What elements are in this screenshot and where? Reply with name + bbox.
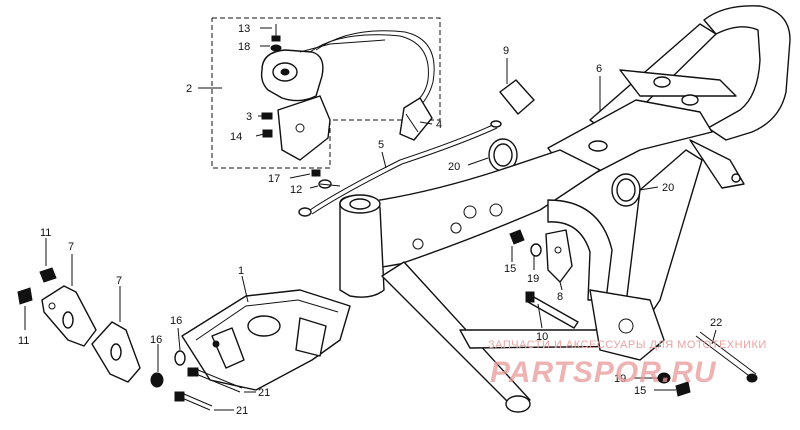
callout-16-upper: 16 <box>170 315 182 327</box>
watermark: ЗАПЧАСТИ И АКСЕССУАРЫ ДЛЯ МОТОТЕХНИКИ PA… <box>488 339 767 389</box>
callout-22: 22 <box>710 317 722 329</box>
callout-19-upper: 19 <box>527 273 539 285</box>
callout-labels: 13 18 2 3 14 4 9 6 5 20 20 17 12 11 11 7… <box>18 23 722 417</box>
leader-lines <box>24 27 717 411</box>
callout-5: 5 <box>378 139 384 151</box>
callout-6: 6 <box>596 63 602 75</box>
decal-9 <box>499 79 535 115</box>
callout-12: 12 <box>290 184 302 196</box>
callout-13: 13 <box>238 23 250 35</box>
bracket-8-and-bolts <box>509 229 579 329</box>
callout-4: 4 <box>436 119 442 131</box>
plate-7-right <box>91 321 141 383</box>
plate-7-left <box>41 285 97 347</box>
callout-19-lower: 19 <box>614 373 626 385</box>
callout-18: 18 <box>238 41 250 53</box>
callout-2: 2 <box>186 83 192 95</box>
callout-7-right: 7 <box>116 275 122 287</box>
watermark-subtitle: ЗАПЧАСТИ И АКСЕССУАРЫ ДЛЯ МОТОТЕХНИКИ <box>488 339 767 351</box>
callout-11-top: 11 <box>40 227 51 239</box>
bolts-21 <box>174 367 243 411</box>
callout-10: 10 <box>536 331 548 343</box>
callout-8: 8 <box>557 291 563 303</box>
callout-15-upper: 15 <box>504 263 516 275</box>
callout-17: 17 <box>268 173 280 185</box>
callout-7-left: 7 <box>68 241 74 253</box>
callout-15-lower: 15 <box>634 385 646 397</box>
main-frame <box>339 5 791 413</box>
ignition-coil-group <box>211 17 441 169</box>
callout-9: 9 <box>503 45 509 57</box>
callout-20-right: 20 <box>662 182 674 194</box>
callout-20-left: 20 <box>448 161 460 173</box>
cable-5 <box>298 120 502 217</box>
fasteners-17-12 <box>311 169 341 189</box>
callout-21-upper: 21 <box>258 387 270 399</box>
callout-21-lower: 21 <box>236 405 248 417</box>
washer-16-a <box>174 350 186 366</box>
washer-16-b <box>150 372 164 388</box>
skid-plate <box>181 289 351 391</box>
callout-14: 14 <box>230 131 242 143</box>
callout-16-lower: 16 <box>150 334 162 346</box>
nut-11-top <box>39 267 57 283</box>
callout-3: 3 <box>246 111 252 123</box>
callout-11-left: 11 <box>18 335 29 347</box>
callout-1: 1 <box>238 265 244 277</box>
nut-11-left <box>17 287 33 305</box>
watermark-brand: PARTSPOR.RU <box>490 356 717 389</box>
rear-bolts <box>657 331 758 397</box>
